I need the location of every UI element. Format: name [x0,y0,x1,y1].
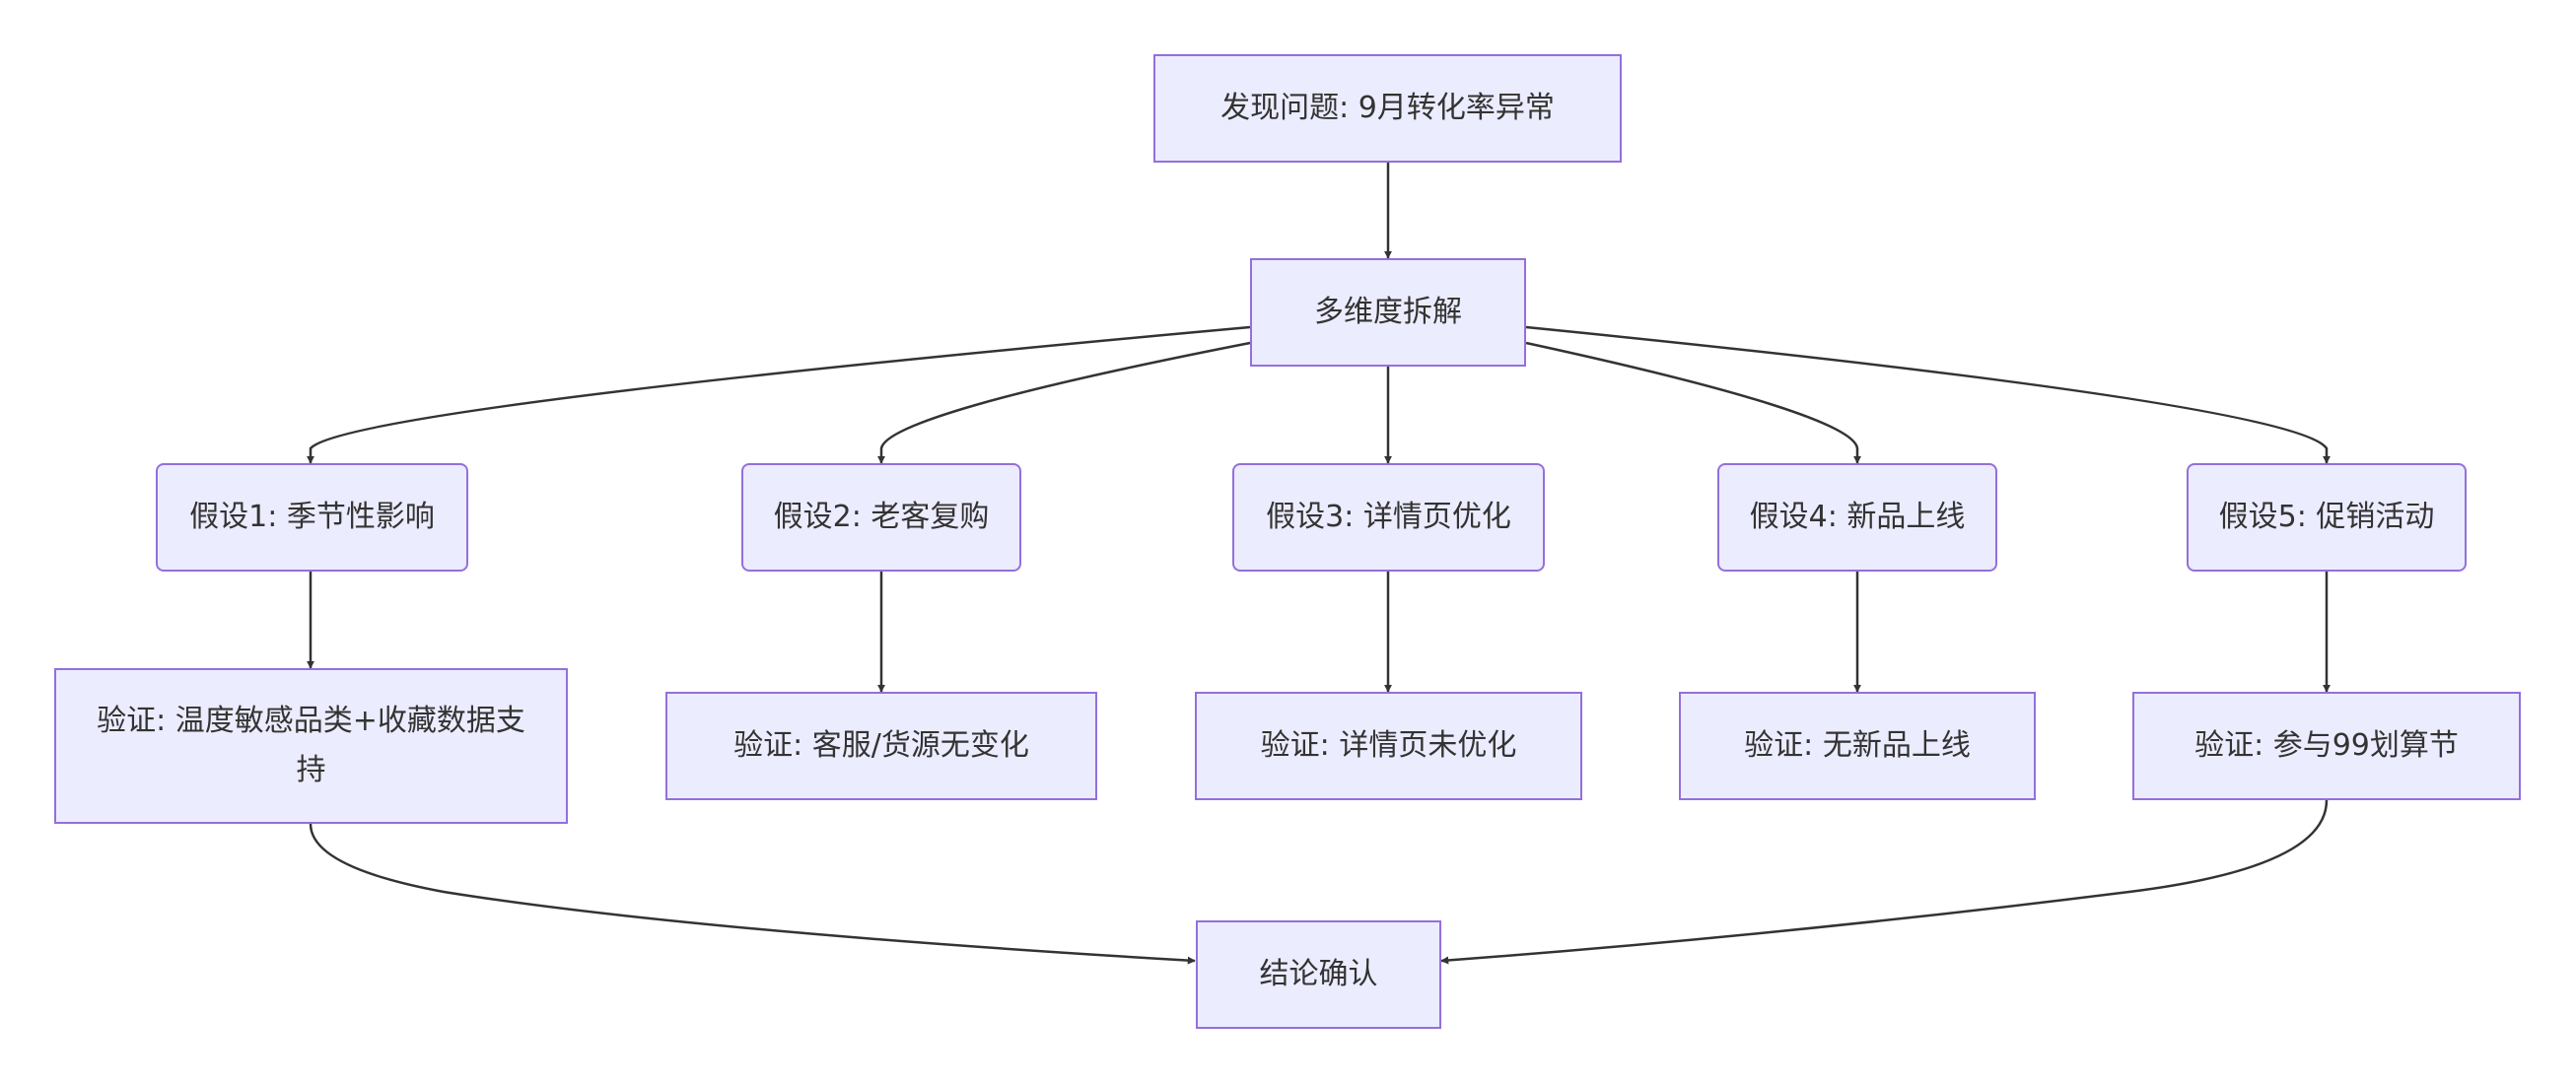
node-verify-5-label: 验证: 参与99划算节 [2194,728,2459,763]
node-verify-3-label: 验证: 详情页未优化 [1260,728,1517,763]
node-conclusion-label: 结论确认 [1259,957,1378,991]
node-hypothesis-2-label: 假设2: 老客复购 [773,500,990,534]
node-verify-4: 验证: 无新品上线 [1679,692,2036,800]
node-verify-4-label: 验证: 无新品上线 [1744,728,1971,763]
edge-breakdown-h1 [307,325,1251,464]
node-breakdown-label: 多维度拆解 [1314,295,1462,329]
node-verify-2: 验证: 客服/货源无变化 [665,692,1097,800]
node-hypothesis-4-label: 假设4: 新品上线 [1749,500,1966,534]
edge-breakdown-h4 [1525,341,1861,464]
node-hypothesis-3-label: 假设3: 详情页优化 [1266,500,1511,534]
node-verify-1-label: 验证: 温度敏感品类+收藏数据支持 [97,704,525,787]
node-verify-5: 验证: 参与99划算节 [2132,692,2521,800]
node-hypothesis-5-label: 假设5: 促销活动 [2218,500,2435,534]
node-verify-3: 验证: 详情页未优化 [1195,692,1582,800]
edge-v1-conclusion [309,823,1196,965]
node-problem-label: 发现问题: 9月转化率异常 [1220,91,1555,125]
node-hypothesis-1: 假设1: 季节性影响 [156,463,468,572]
node-conclusion: 结论确认 [1196,920,1441,1029]
node-hypothesis-2: 假设2: 老客复购 [741,463,1021,572]
edge-breakdown-h5 [1525,325,2331,464]
edge-breakdown-h2 [877,341,1251,464]
edge-v5-conclusion [1440,799,2329,965]
node-verify-1: 验证: 温度敏感品类+收藏数据支持 [54,668,568,824]
node-verify-2-label: 验证: 客服/货源无变化 [733,728,1029,763]
node-hypothesis-5: 假设5: 促销活动 [2187,463,2467,572]
node-hypothesis-1-label: 假设1: 季节性影响 [189,500,435,534]
node-breakdown: 多维度拆解 [1250,258,1526,367]
node-problem: 发现问题: 9月转化率异常 [1153,54,1622,163]
node-hypothesis-4: 假设4: 新品上线 [1717,463,1997,572]
node-hypothesis-3: 假设3: 详情页优化 [1232,463,1545,572]
